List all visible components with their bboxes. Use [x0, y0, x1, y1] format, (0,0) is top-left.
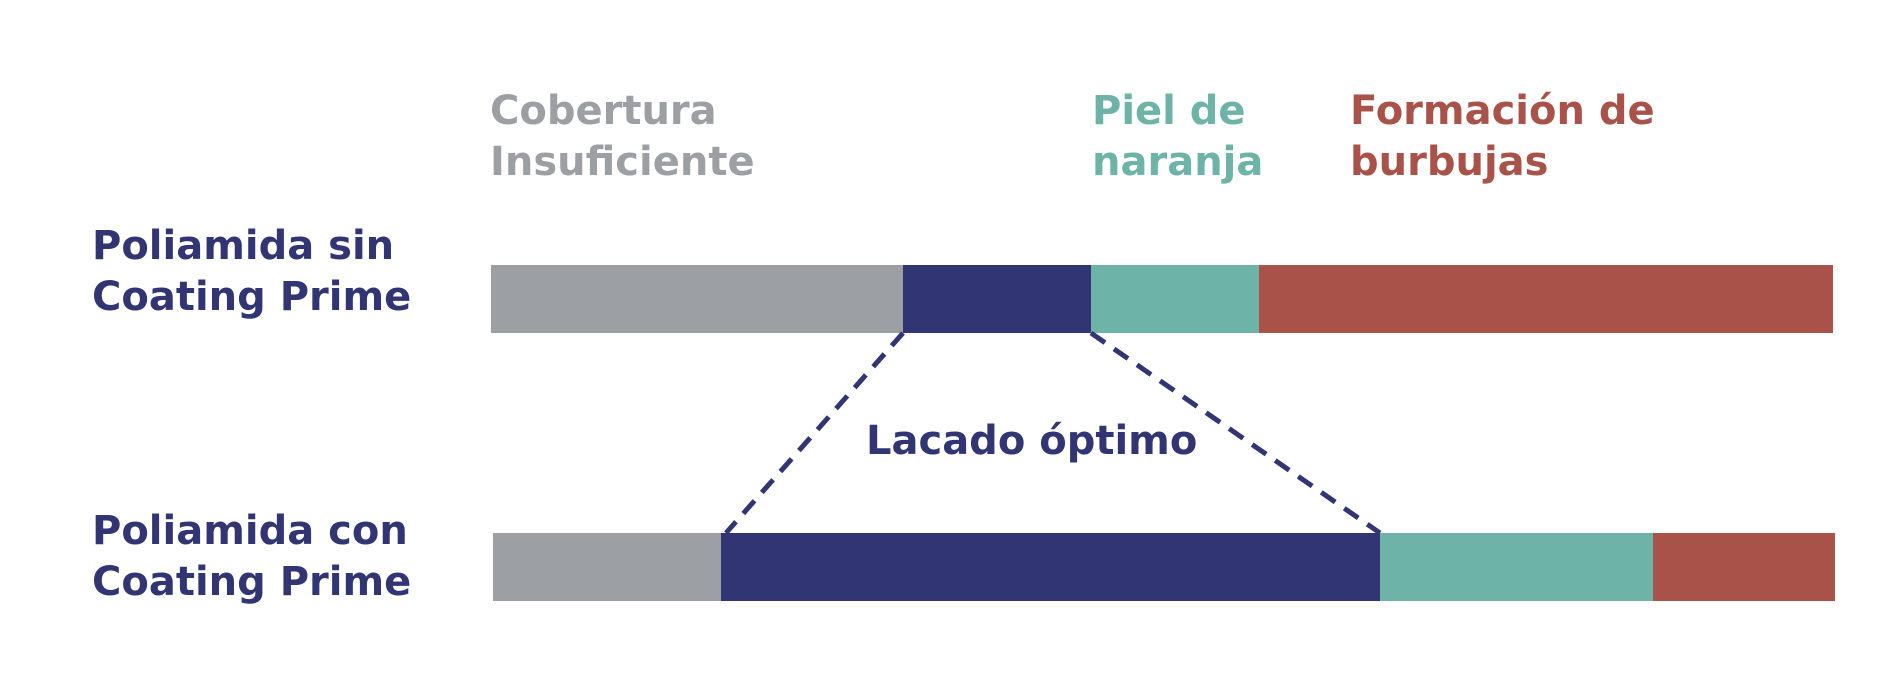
row-label-with-line1: Poliamida con: [92, 508, 408, 554]
row-label-with-coating: Poliamida con Coating Prime: [92, 506, 411, 608]
segment-orange-peel: [1091, 265, 1259, 333]
optimal-range-label: Lacado óptimo: [866, 418, 1198, 464]
segment-optimal: [903, 265, 1091, 333]
row-label-with-line2: Coating Prime: [92, 559, 412, 605]
zone-label-orange-peel-line1: Piel de: [1092, 88, 1246, 134]
segment-bubbles: [1259, 265, 1833, 333]
bar-without-coating: [491, 265, 1833, 333]
zone-label-insufficient-line1: Cobertura: [490, 88, 717, 134]
zone-label-orange-peel: Piel de naranja: [1092, 86, 1263, 188]
zone-label-insufficient: Cobertura Insuficiente: [490, 86, 755, 188]
row-label-without-line2: Coating Prime: [92, 274, 412, 320]
segment-insufficient: [491, 265, 903, 333]
segment-bubbles: [1653, 533, 1835, 601]
segment-orange-peel: [1380, 533, 1653, 601]
segment-optimal: [721, 533, 1380, 601]
zone-label-bubbles-line1: Formación de: [1350, 88, 1655, 134]
row-label-without-line1: Poliamida sin: [92, 223, 395, 269]
row-label-without-coating: Poliamida sin Coating Prime: [92, 221, 411, 323]
bar-with-coating: [493, 533, 1835, 601]
zone-label-orange-peel-line2: naranja: [1092, 139, 1264, 185]
zone-label-bubbles-line2: burbujas: [1350, 139, 1549, 185]
zone-label-bubbles: Formación de burbujas: [1350, 86, 1655, 188]
segment-insufficient: [493, 533, 721, 601]
zone-label-insufficient-line2: Insuficiente: [490, 139, 755, 185]
connector-left-dash: [724, 331, 905, 535]
connector-right-dash: [1089, 330, 1382, 536]
